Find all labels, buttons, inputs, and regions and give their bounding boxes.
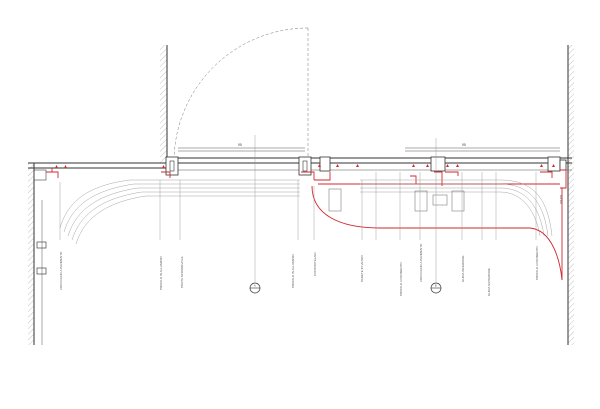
callout-label: GUIDA SUPERIORE xyxy=(487,268,491,296)
curve-guides-left xyxy=(59,179,300,245)
mullion-posts xyxy=(165,156,567,176)
dimension-label: 95 xyxy=(238,143,242,147)
side-note: DRAIN xyxy=(559,195,563,204)
section-marker-b: B xyxy=(430,282,442,294)
callout-label: PARETE IN VETRO xyxy=(360,255,364,282)
door-swing xyxy=(173,27,309,161)
main-partition xyxy=(28,147,572,171)
callout-label: PORTA SCORREVOLE xyxy=(180,256,184,288)
left-upper-wall xyxy=(160,45,168,163)
callout-label: PROFILO A PAVIMENTO xyxy=(399,262,403,296)
dimension-label: 95 xyxy=(462,143,466,147)
section-marker-label: B xyxy=(435,284,437,288)
curve-guides-right xyxy=(311,179,563,281)
red-profiles xyxy=(46,164,567,280)
callout-label: PROFILO IN ALLUMINIO xyxy=(291,253,295,288)
left-lower-wall xyxy=(28,163,47,345)
dimension-labels: 95 95 xyxy=(238,143,466,147)
callout-label: ZOCCOLINO A PAVIMENTO xyxy=(59,251,63,290)
callout-label: PROFILO A PAVIMENTO xyxy=(535,246,539,280)
inner-boxes xyxy=(328,188,465,212)
callout-label: GUIDA INFERIORE xyxy=(461,255,465,282)
section-marker-label: A xyxy=(254,284,256,288)
leader-lines xyxy=(59,135,537,282)
section-marker-a: A xyxy=(249,282,261,294)
callout-label: ZOCCOLINO A PAVIMENTO xyxy=(419,243,423,282)
callout-label: CONTROTELAIO xyxy=(313,252,317,276)
callout-label: PROFILO IN ALLUMINIO xyxy=(159,255,163,290)
callout-labels: ZOCCOLINO A PAVIMENTO PROFILO IN ALLUMIN… xyxy=(59,243,539,296)
right-wall xyxy=(567,45,574,345)
